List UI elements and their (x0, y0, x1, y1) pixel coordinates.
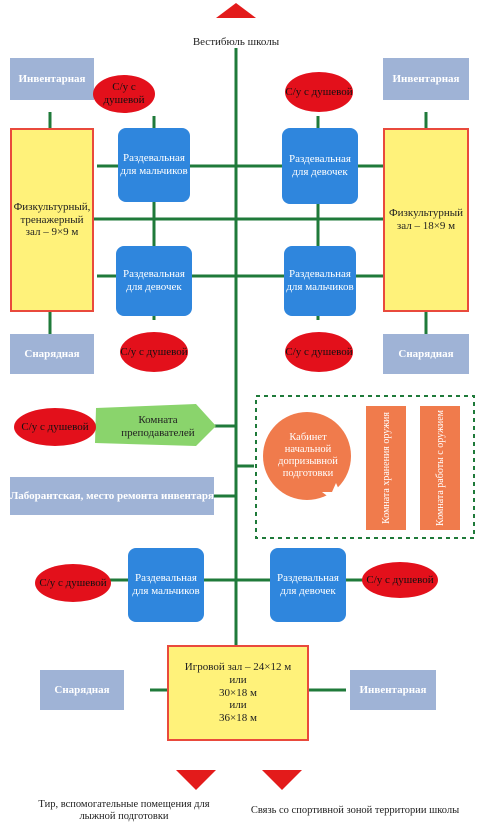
equipment-room-top-left: Снарядная (10, 334, 94, 374)
shower-top-left-2: С/у с душевой (120, 332, 188, 372)
shower-middle-left: С/у с душевой (14, 408, 96, 446)
locker-girls-bottom: Раздевальная для девочек (270, 548, 346, 622)
lab-room: Лаборантская, место ремонта инвентаря (10, 477, 214, 515)
entrance-label: Вестибюль школы (192, 35, 280, 48)
locker-boys-top-left: Раздевальная для мальчиков (118, 128, 190, 202)
weapon-storage-room: Комната хранения оружия (366, 406, 406, 530)
locker-boys-bottom: Раздевальная для мальчиков (128, 548, 204, 622)
military-zone-border (255, 395, 475, 539)
shower-bottom-left: С/у с душевой (35, 564, 111, 602)
game-hall-or-2: или (229, 699, 247, 712)
fitness-hall-right: Физкультурный зал – 18×9 м (383, 128, 469, 312)
entrance-arrow (216, 3, 256, 18)
exit-left-label: Тир, вспомогательные помещения для лыжно… (38, 798, 210, 822)
teachers-room-label: Комната преподавателей (121, 414, 195, 439)
shower-top-left-1: С/у с душевой (93, 75, 155, 113)
inventory-room-bottom: Инвентарная (350, 670, 436, 710)
shower-top-right-1: С/у с душевой (285, 72, 353, 112)
locker-girls-top-left: Раздевальная для девочек (116, 246, 192, 316)
fitness-hall-left: Физкультурный, тренажерный зал – 9×9 м (10, 128, 94, 312)
shower-top-right-2: С/у с душевой (285, 332, 353, 372)
game-hall: Игровой зал – 24×12 м или 30×18 м или 36… (167, 645, 309, 741)
inventory-room-top-left: Инвентарная (10, 58, 94, 100)
cabinet-label: Кабинет начальной допризывной подготовки (278, 431, 338, 480)
shower-bottom-right: С/у с душевой (362, 562, 438, 598)
exit-right-arrow (262, 770, 302, 790)
weapon-storage-label: Комната хранения оружия (380, 412, 392, 524)
exit-right-label: Связь со спортивной зоной территории шко… (250, 804, 460, 816)
star-icon-3 (322, 483, 350, 508)
inventory-room-top-right: Инвентарная (383, 58, 469, 100)
weapon-work-room: Комната работы с оружием (420, 406, 460, 530)
game-hall-or-1: или (229, 674, 247, 687)
equipment-room-top-right: Снарядная (383, 334, 469, 374)
locker-girls-top-right: Раздевальная для девочек (282, 128, 358, 204)
weapon-work-label: Комната работы с оружием (434, 410, 446, 526)
equipment-room-bottom: Снарядная (40, 670, 124, 710)
teachers-room-shape (95, 404, 216, 446)
game-hall-size-3: 36×18 м (219, 711, 257, 724)
game-hall-size-2: 30×18 м (219, 686, 257, 699)
exit-left-arrow (176, 770, 216, 790)
game-hall-size-1: Игровой зал – 24×12 м (184, 661, 292, 674)
cabinet-shape (263, 412, 351, 500)
locker-boys-top-right: Раздевальная для мальчиков (284, 246, 356, 316)
